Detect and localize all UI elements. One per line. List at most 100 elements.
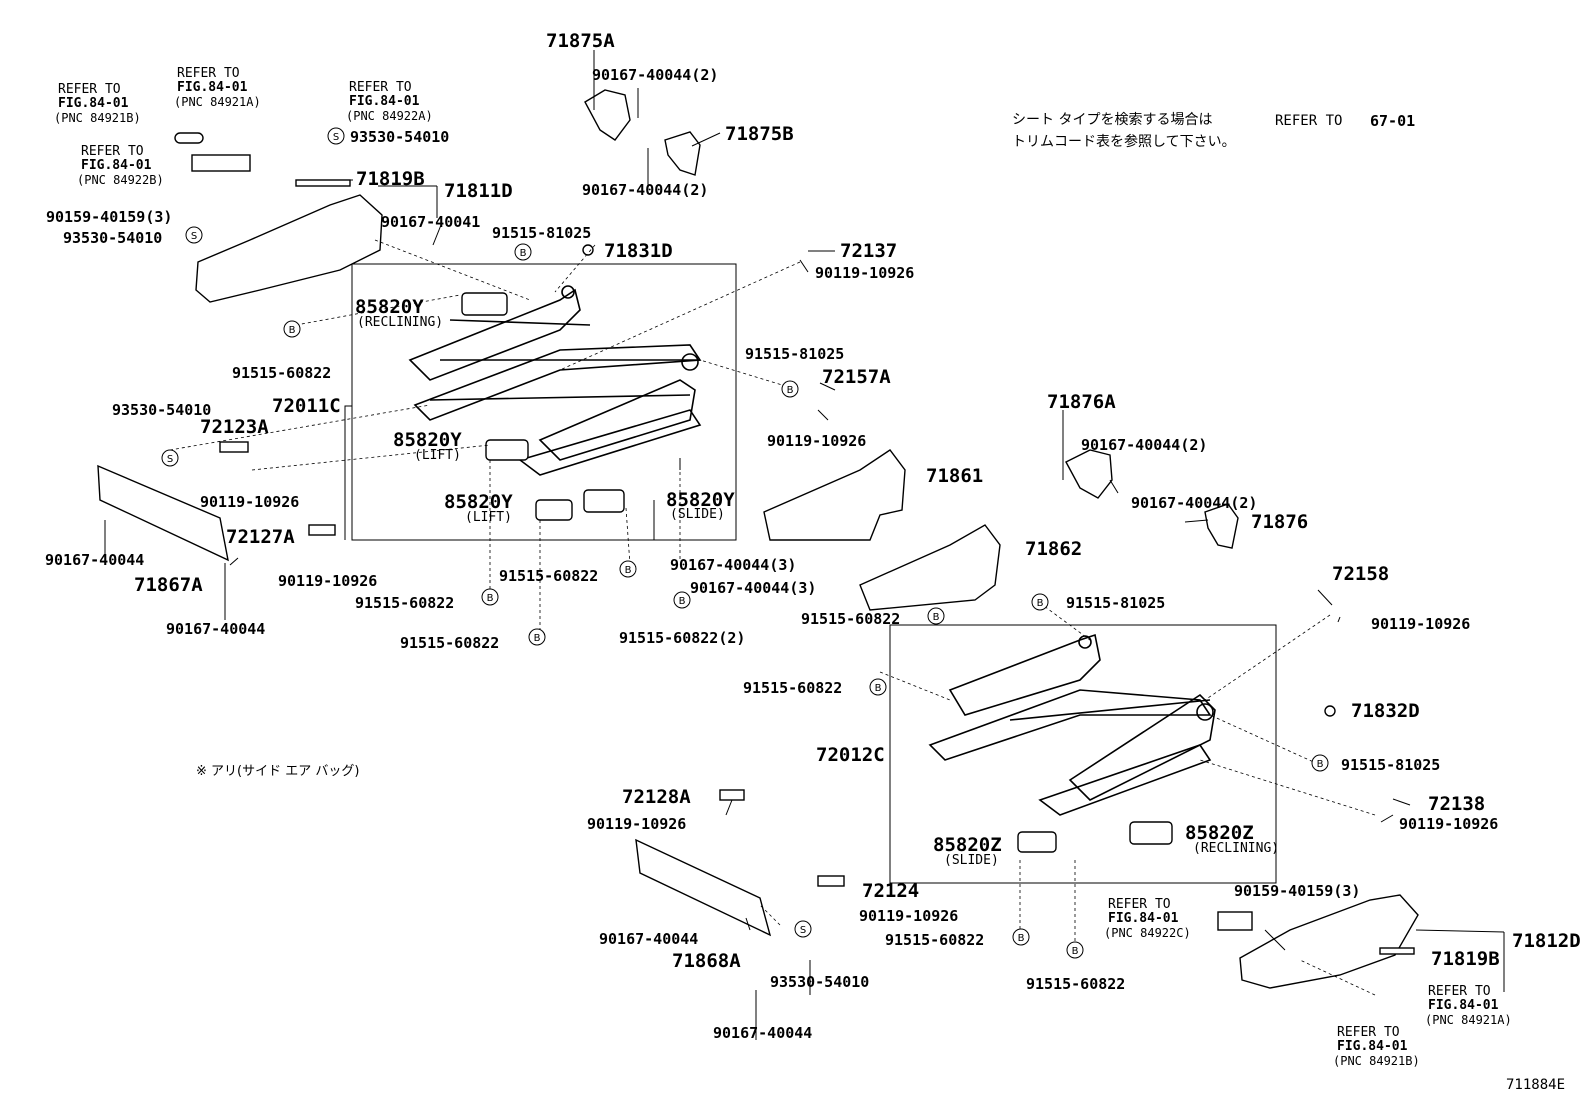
part-71831D: 71831D	[604, 240, 673, 262]
refer-84922C-line2: FIG.84-01	[1108, 911, 1179, 926]
part-90119-10926-f: 90119-10926	[587, 815, 687, 833]
refer-84921B-top-line1: REFER TO	[58, 82, 121, 97]
svg-text:B: B	[1072, 946, 1079, 957]
part-85820Z-reclining: 85820Z	[1185, 822, 1254, 844]
part-91515-60822-2: 91515-60822(2)	[619, 629, 746, 647]
part-85820Y-lift-b: 85820Y	[444, 491, 513, 513]
part-90119-10926-a: 90119-10926	[815, 264, 915, 282]
callout-s-1: S	[327, 127, 345, 145]
motor-slide-lower-illustration	[1017, 831, 1057, 853]
part-72157A: 72157A	[822, 366, 891, 388]
motor-lift2-illustration	[535, 499, 573, 521]
refer-84922A-line1: REFER TO	[349, 80, 412, 95]
part-91515-60822-h: 91515-60822	[1026, 975, 1126, 993]
part-90119-10926-h: 90119-10926	[859, 907, 959, 925]
part-71832D: 71832D	[1351, 700, 1420, 722]
note-side-airbag-jp: ※ アリ(サイド エア バッグ)	[196, 764, 360, 779]
motor-lift-illustration	[485, 439, 529, 461]
cover-71876-illustration	[1204, 503, 1239, 549]
cover-71875A-illustration	[584, 89, 631, 141]
part-91515-81025-d: 91515-81025	[1341, 756, 1441, 774]
clip-72127A-illustration	[308, 524, 336, 536]
part-90119-10926-c: 90119-10926	[200, 493, 300, 511]
shield-71811D-illustration	[195, 194, 383, 303]
cover-71868A-illustration	[635, 838, 772, 937]
svg-text:B: B	[679, 596, 686, 607]
clip-72128A-illustration	[719, 789, 745, 801]
part-72127A: 72127A	[226, 526, 295, 548]
part-91515-60822-b: 91515-60822	[499, 567, 599, 585]
figure-code: 711884E	[1506, 1077, 1566, 1093]
part-85820Y-slide: 85820Y	[666, 489, 735, 511]
part-90167-40044-2-d: 90167-40044(2)	[1131, 494, 1258, 512]
svg-text:B: B	[1037, 598, 1044, 609]
note-trim-code-jp: トリムコード表を参照して下さい。	[1012, 134, 1236, 150]
part-90167-40044-3-b: 90167-40044(3)	[690, 579, 817, 597]
refer-84921A-bottom-line1: REFER TO	[1428, 984, 1491, 999]
callout-b-10: B	[869, 678, 887, 696]
refer-84922A-line2: FIG.84-01	[349, 94, 420, 109]
part-93530-54010-b: 93530-54010	[63, 229, 163, 247]
cover-71819B-b-illustration	[1379, 947, 1415, 955]
part-90119-10926-b: 90119-10926	[767, 432, 867, 450]
clip-72123A-illustration	[219, 441, 249, 453]
part-90167-40044-a: 90167-40044	[45, 551, 145, 569]
clip-72124-illustration	[817, 875, 845, 887]
part-90159-40159-3-b: 90159-40159(3)	[1234, 882, 1361, 900]
callout-b-9: B	[1031, 593, 1049, 611]
refer-84921B-bottom-line2: FIG.84-01	[1337, 1039, 1408, 1054]
cover-71876A-illustration	[1065, 449, 1113, 499]
shield-71812D-illustration	[1239, 894, 1419, 989]
part-91515-60822-a: 91515-60822	[232, 364, 332, 382]
part-91515-81025-c: 91515-81025	[1066, 594, 1166, 612]
part-90167-40044-2-b: 90167-40044(2)	[582, 181, 709, 199]
switch-84921B-illustration	[174, 132, 204, 144]
part-85820Y-reclining: 85820Y	[355, 296, 424, 318]
refer-84921B-bottom-line1: REFER TO	[1337, 1025, 1400, 1040]
part-85820Y-lift-b-sub: (LIFT)	[465, 510, 512, 525]
svg-text:B: B	[933, 612, 940, 623]
refer-84922B-line3: (PNC 84922B)	[77, 173, 164, 187]
part-90167-40044-3-a: 90167-40044(3)	[670, 556, 797, 574]
cover-71819B-a-illustration	[295, 179, 351, 187]
cover-71862-illustration	[859, 524, 1001, 611]
part-72128A: 72128A	[622, 786, 691, 808]
part-85820Y-slide-sub: (SLIDE)	[670, 507, 725, 522]
svg-text:B: B	[787, 385, 794, 396]
part-72012C: 72012C	[816, 744, 885, 766]
svg-text:B: B	[289, 325, 296, 336]
part-90119-10926-g: 90119-10926	[1399, 815, 1499, 833]
part-71867A: 71867A	[134, 574, 203, 596]
part-90119-10926-d: 90119-10926	[278, 572, 378, 590]
part-91515-60822-g: 91515-60822	[885, 931, 985, 949]
part-72138: 72138	[1428, 793, 1486, 815]
part-85820Z-slide-sub: (SLIDE)	[944, 853, 999, 868]
callout-s-4: S	[794, 920, 812, 938]
part-71819B-a: 71819B	[356, 168, 425, 190]
note-refer-fig: 67-01	[1370, 112, 1416, 130]
part-85820Z-slide: 85820Z	[933, 834, 1002, 856]
part-93530-54010-a: 93530-54010	[350, 128, 450, 146]
refer-84921B-bottom-line3: (PNC 84921B)	[1333, 1054, 1420, 1068]
part-91515-60822-e: 91515-60822	[801, 610, 901, 628]
callout-b-3: B	[781, 380, 799, 398]
part-71868A: 71868A	[672, 950, 741, 972]
part-93530-54010-c: 93530-54010	[112, 401, 212, 419]
part-91515-60822-c: 91515-60822	[355, 594, 455, 612]
leader-lines	[104, 50, 1505, 1040]
svg-text:B: B	[520, 248, 527, 259]
nut-71832D-illustration	[1324, 705, 1336, 717]
switch-84922C-illustration	[1217, 911, 1253, 931]
part-71819B-b: 71819B	[1431, 948, 1500, 970]
motor-slide-illustration	[583, 489, 625, 513]
refer-84921A-bottom-line2: FIG.84-01	[1428, 998, 1499, 1013]
cover-71861-illustration	[763, 449, 906, 541]
part-91515-81025-a: 91515-81025	[492, 224, 592, 242]
part-71876A: 71876A	[1047, 391, 1116, 413]
refer-84921A-top-line1: REFER TO	[177, 66, 240, 81]
part-85820Z-reclining-sub: (RECLINING)	[1193, 841, 1280, 856]
seat-frame-lower-illustration	[928, 633, 1216, 816]
refer-84921A-bottom-line3: (PNC 84921A)	[1425, 1013, 1512, 1027]
note-seat-type-jp: シート タイプを検索する場合は	[1012, 112, 1213, 128]
refer-84921B-top-line3: (PNC 84921B)	[54, 111, 141, 125]
